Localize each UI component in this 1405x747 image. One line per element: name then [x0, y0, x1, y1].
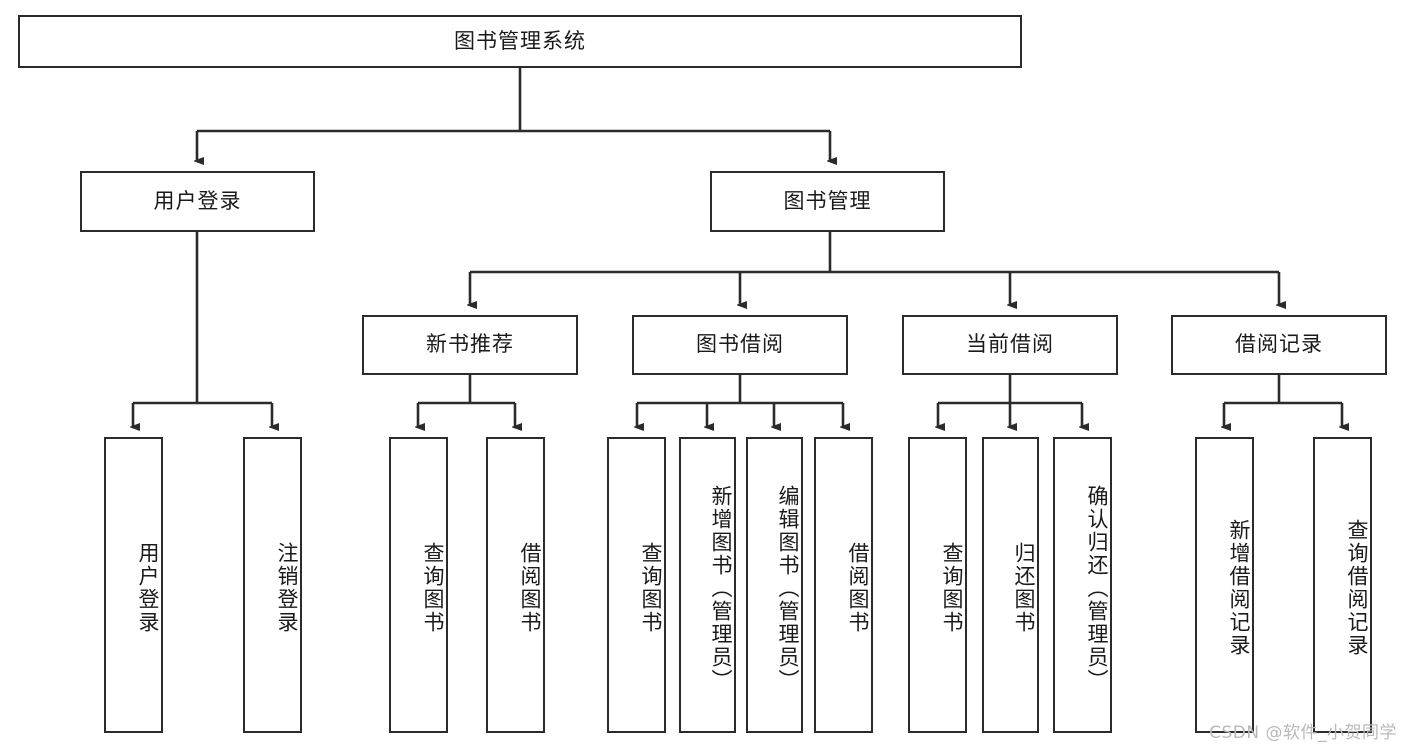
node-user-login[interactable]: 用户登录	[80, 171, 315, 232]
leaf-book-borrow-query[interactable]: 查询图书	[607, 437, 666, 733]
leaf-new-book-borrow[interactable]: 借阅图书	[486, 437, 545, 733]
leaf-current-borrow-return[interactable]: 归还图书	[982, 437, 1039, 733]
leaf-current-borrow-query[interactable]: 查询图书	[908, 437, 967, 733]
leaf-user-login-login[interactable]: 用户登录	[104, 437, 163, 733]
csdn-watermark: CSDN @软件_小贺同学	[1209, 723, 1397, 743]
leaf-new-book-query[interactable]: 查询图书	[389, 437, 448, 733]
leaf-user-login-logout[interactable]: 注销登录	[243, 437, 302, 733]
node-new-book-recommend[interactable]: 新书推荐	[362, 315, 578, 375]
leaf-book-borrow-edit-admin[interactable]: 编辑图书（管理员）	[746, 437, 803, 733]
node-book-borrow[interactable]: 图书借阅	[632, 315, 848, 375]
leaf-borrow-record-add[interactable]: 新增借阅记录	[1195, 437, 1254, 733]
leaf-current-borrow-confirm-admin[interactable]: 确认归还（管理员）	[1053, 437, 1112, 733]
leaf-borrow-record-query[interactable]: 查询借阅记录	[1313, 437, 1372, 733]
node-current-borrow[interactable]: 当前借阅	[902, 315, 1118, 375]
node-borrow-record[interactable]: 借阅记录	[1171, 315, 1387, 375]
leaf-book-borrow-add-admin[interactable]: 新增图书（管理员）	[679, 437, 736, 733]
node-root-system[interactable]: 图书管理系统	[18, 15, 1022, 68]
leaf-book-borrow-borrow[interactable]: 借阅图书	[814, 437, 873, 733]
node-book-management[interactable]: 图书管理	[710, 171, 945, 232]
